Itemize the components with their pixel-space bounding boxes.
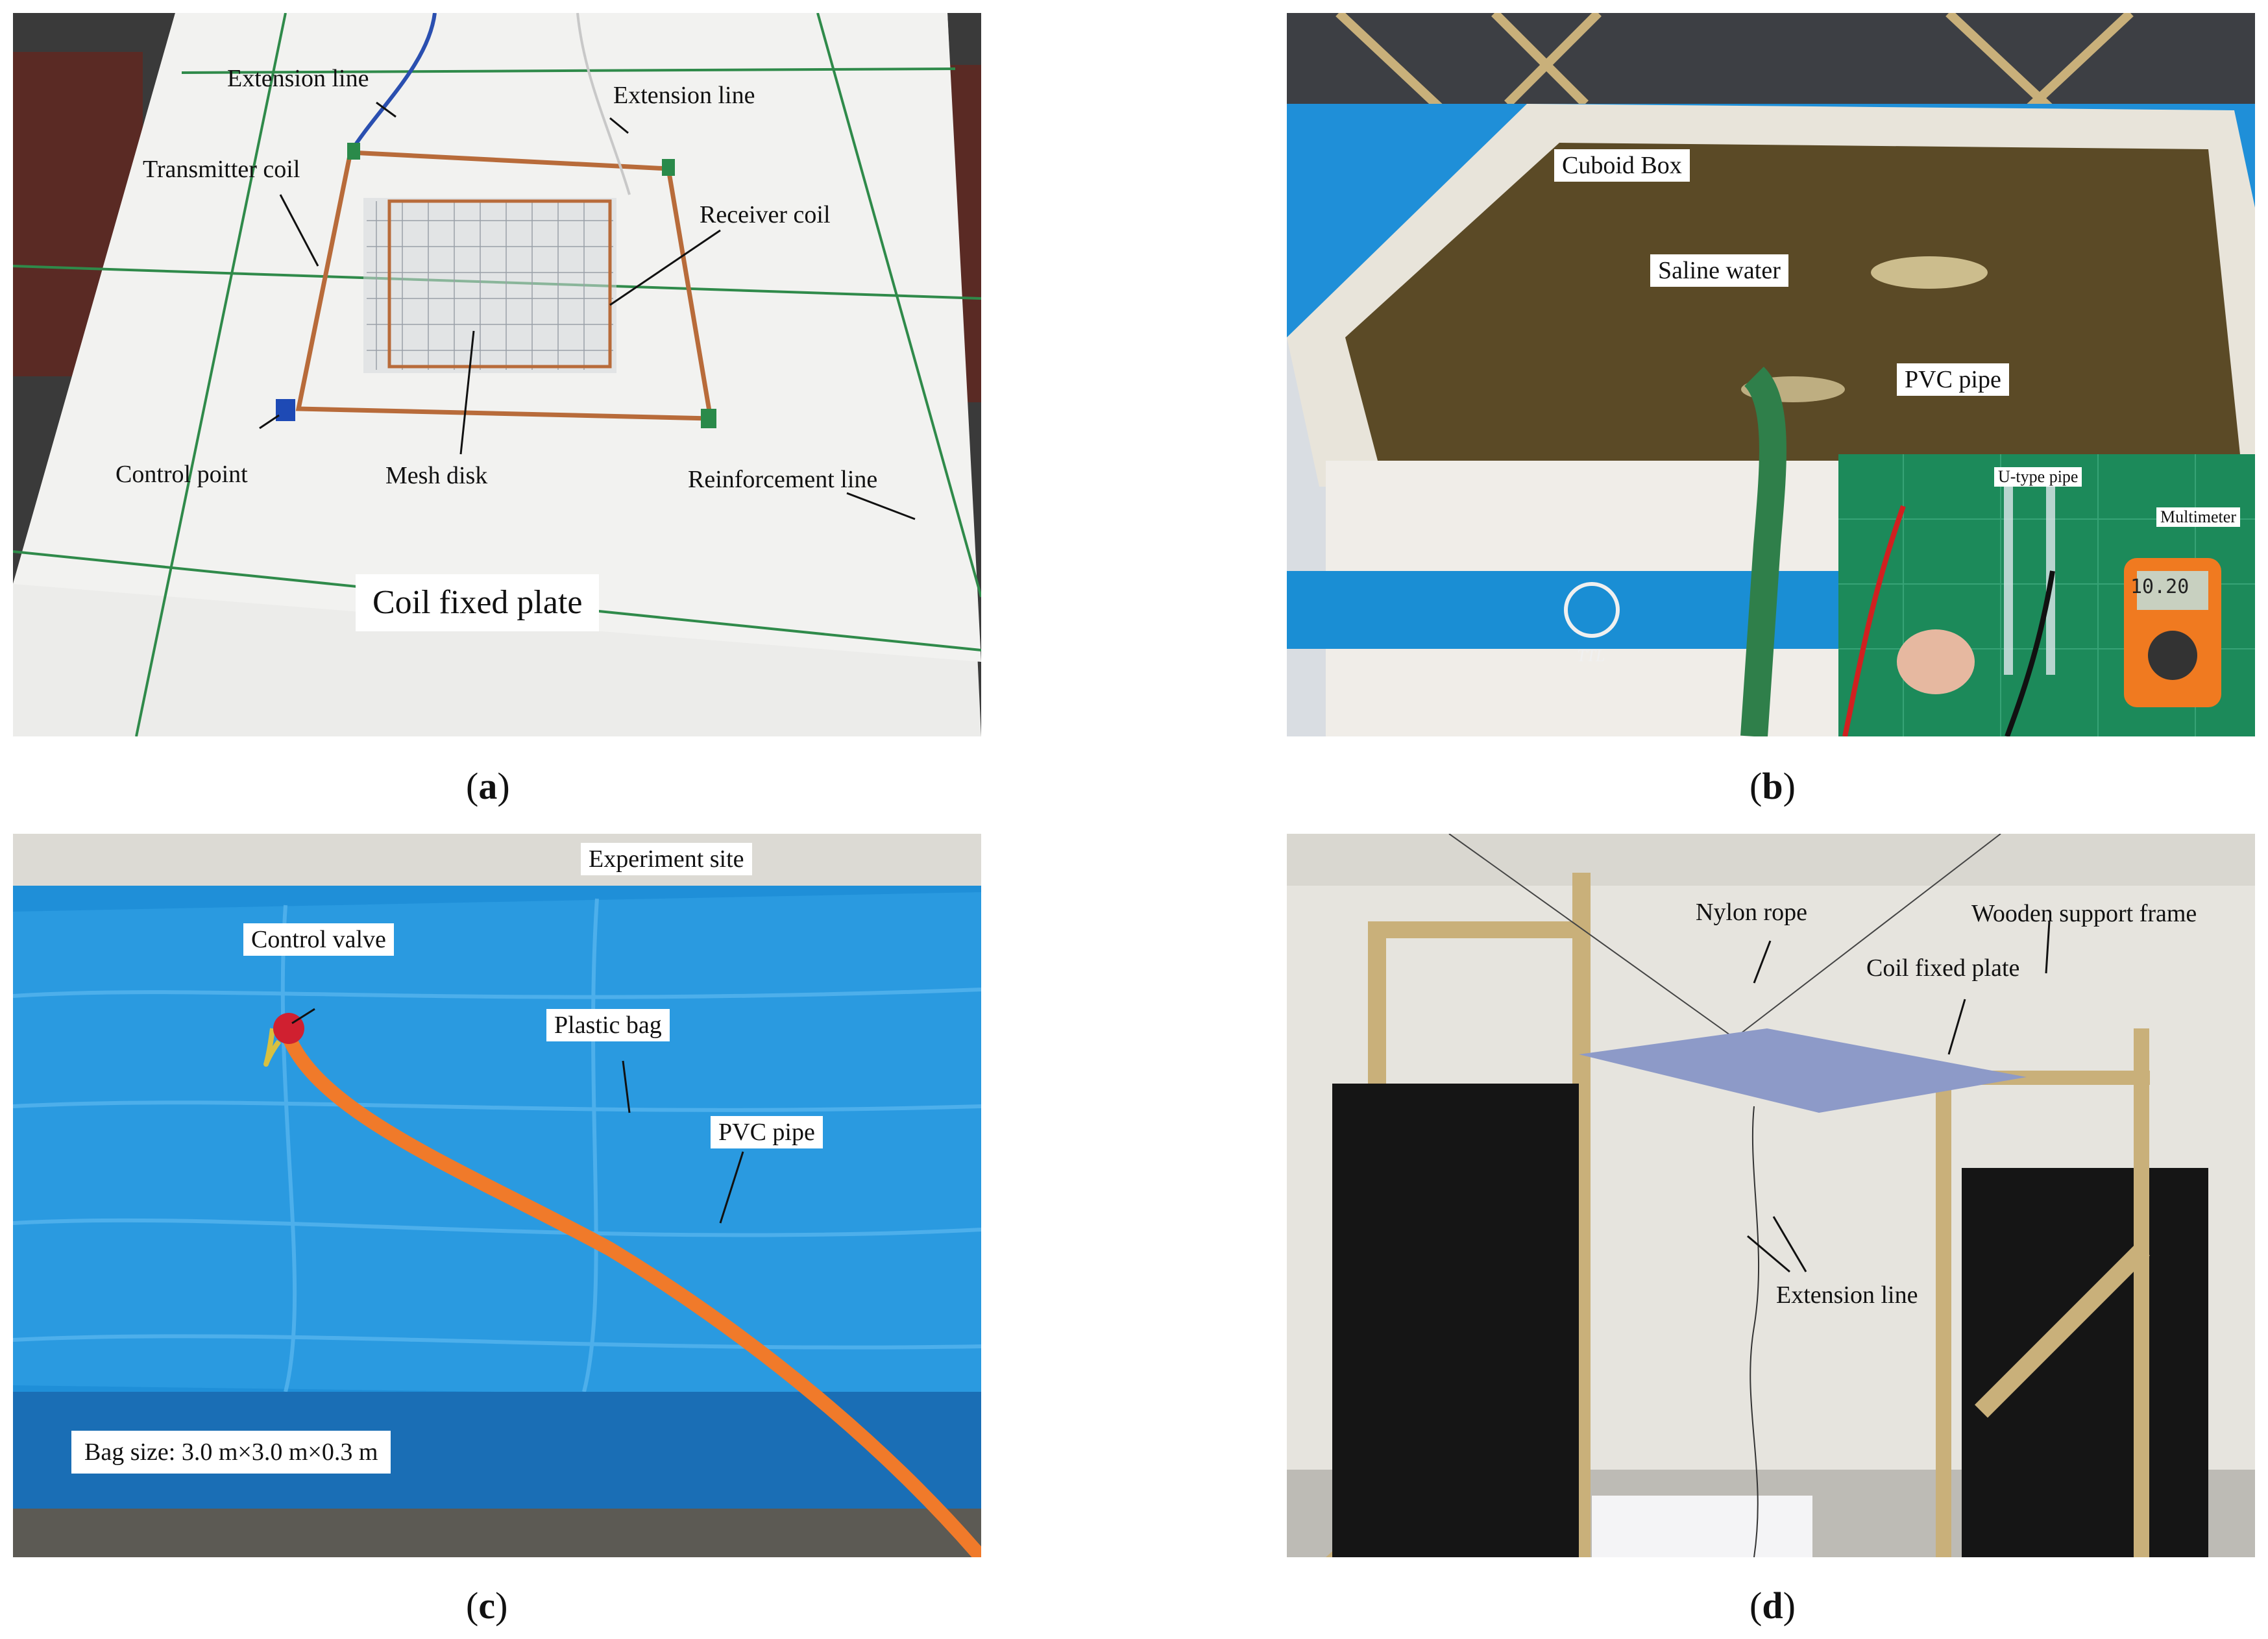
label-control-point: Control point	[116, 461, 248, 488]
photo-b-scene	[1287, 13, 2255, 736]
photo-panel-d: Nylon rope Wooden support frame Coil fix…	[1287, 834, 2255, 1557]
label-coil-fixed-plate-a: Coil fixed plate	[356, 574, 600, 631]
caption-b: (b)	[1750, 765, 1796, 807]
label-meter-display: 10.20	[2130, 576, 2189, 598]
label-pvc-pipe-b: PVC pipe	[1897, 363, 2009, 396]
label-saline-water: Saline water	[1650, 254, 1788, 287]
photo-panel-b: Cuboid Box Saline water PVC pipe U-type …	[1287, 13, 2255, 736]
label-mesh-disk: Mesh disk	[385, 462, 488, 489]
caption-a: (a)	[466, 765, 510, 807]
label-u-type-pipe: U-type pipe	[1994, 467, 2082, 487]
label-plastic-bag: Plastic bag	[546, 1009, 670, 1041]
caption-c: (c)	[466, 1584, 508, 1627]
label-box-brand: TTL	[1577, 646, 1605, 665]
label-extension-line-d: Extension line	[1776, 1281, 1918, 1309]
label-control-valve: Control valve	[243, 923, 394, 956]
label-wooden-support-frame: Wooden support frame	[1971, 900, 2197, 927]
label-reinforcement-line: Reinforcement line	[688, 466, 878, 493]
photo-d-scene	[1287, 834, 2255, 1557]
photo-panel-c: Experiment site Control valve Plastic ba…	[13, 834, 981, 1557]
label-transmitter-coil: Transmitter coil	[143, 156, 300, 183]
label-extension-line-a1: Extension line	[227, 65, 369, 92]
photo-panel-a: Extension line Extension line Transmitte…	[13, 13, 981, 736]
label-pvc-pipe-c: PVC pipe	[711, 1116, 823, 1148]
photo-c-scene	[13, 834, 981, 1557]
caption-d: (d)	[1750, 1584, 1796, 1627]
photo-a-scene	[13, 13, 981, 736]
label-cuboid-box: Cuboid Box	[1554, 149, 1690, 182]
label-bag-size: Bag size: 3.0 m×3.0 m×0.3 m	[71, 1431, 391, 1474]
label-experiment-site: Experiment site	[581, 843, 752, 875]
label-multimeter: Multimeter	[2156, 507, 2240, 527]
label-nylon-rope: Nylon rope	[1696, 899, 1808, 926]
label-extension-line-a2: Extension line	[613, 82, 755, 109]
label-coil-fixed-plate-d: Coil fixed plate	[1866, 954, 2020, 982]
label-receiver-coil: Receiver coil	[700, 201, 831, 228]
